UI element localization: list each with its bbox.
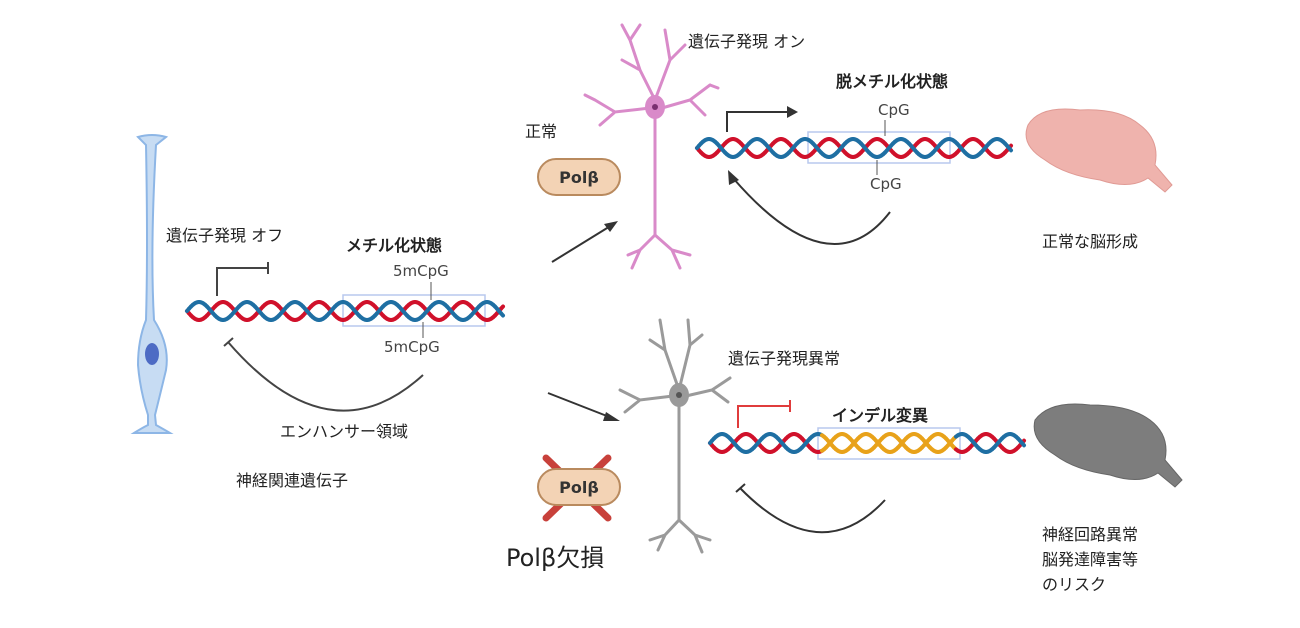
pol-beta-deficiency-label: Polβ欠損 [506,544,605,572]
cpg-top-label-2: CpG [878,101,910,119]
nucleus [145,343,159,365]
brain-normal [1025,108,1173,193]
neural-progenitor-cell [130,134,174,434]
pol-beta-badge: Polβ [537,158,621,196]
expression-off-label: 遺伝子発現 オフ [166,226,284,245]
promoter-abnormal-icon [737,405,790,428]
arrow-to-deficient [547,392,613,419]
brain-abnormal [1033,403,1183,488]
dna-helix-indel [708,432,1026,454]
arrow-to-normal [551,224,613,263]
cpg-bottom-label: 5mCpG [384,338,440,356]
expression-on-label: 遺伝子発現 オン [688,32,806,51]
cpg-bottom-label-2: CpG [870,175,902,193]
pol-beta-deleted-badge: Polβ [537,468,621,506]
neuron-normal [583,23,720,270]
abnormal-outcome: 神経回路異常 脳発達障害等 のリスク [1042,522,1138,597]
dna-helix-demethylated [695,137,1013,159]
promoter-repressed-icon [216,267,268,296]
normal-label: 正常 [525,122,558,141]
enhancer-loop-inhibition [227,341,424,412]
enhancer-loop-abnormal [739,487,886,534]
outcome-line: 脳発達障害等 [1042,550,1139,569]
demethylated-label: 脱メチル化状態 [836,72,949,91]
normal-outcome-label: 正常な脳形成 [1042,232,1139,251]
neuron-deficient [618,318,732,554]
outcome-line: のリスク [1042,575,1107,594]
enhancer-loop-activation [732,177,891,245]
expression-abnormal-label: 遺伝子発現異常 [728,349,841,368]
transcription-start-arrow-icon [726,111,790,132]
cpg-top-label: 5mCpG [393,262,449,280]
enhancer-label: エンハンサー領域 [280,422,409,441]
gene-label: 神経関連遺伝子 [236,471,349,490]
methylated-label: メチル化状態 [346,236,443,255]
dna-helix-methylated [185,300,505,322]
indel-label: インデル変異 [832,406,929,425]
outcome-line: 神経回路異常 [1042,525,1139,544]
